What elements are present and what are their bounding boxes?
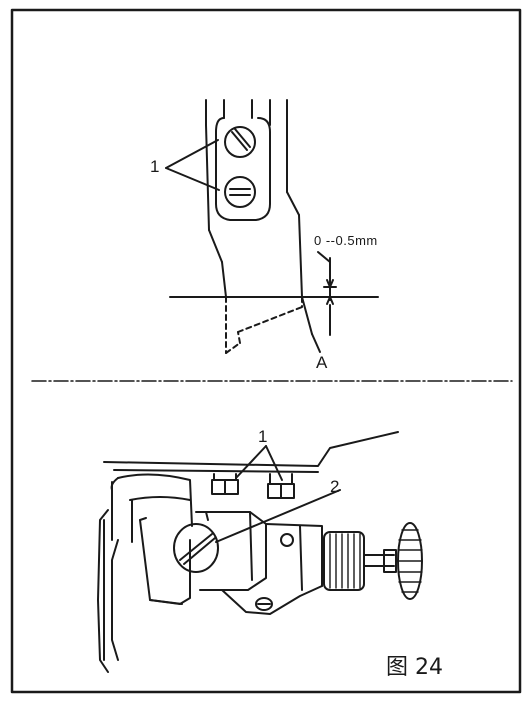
screw-lower	[224, 176, 256, 208]
callout-1-bottom: 1	[258, 427, 268, 446]
callout-2-bottom: 2	[330, 477, 340, 496]
top-figure	[165, 99, 379, 354]
point-a-label: A	[316, 353, 328, 372]
figure-caption: 图 24	[386, 655, 443, 680]
screw-2	[173, 523, 219, 573]
dimension-label: 0 --0.5mm	[314, 233, 378, 248]
bottom-figure	[97, 431, 423, 673]
screw-upper	[224, 126, 256, 158]
callout-1-top: 1	[150, 157, 160, 176]
outer-frame	[10, 8, 522, 694]
